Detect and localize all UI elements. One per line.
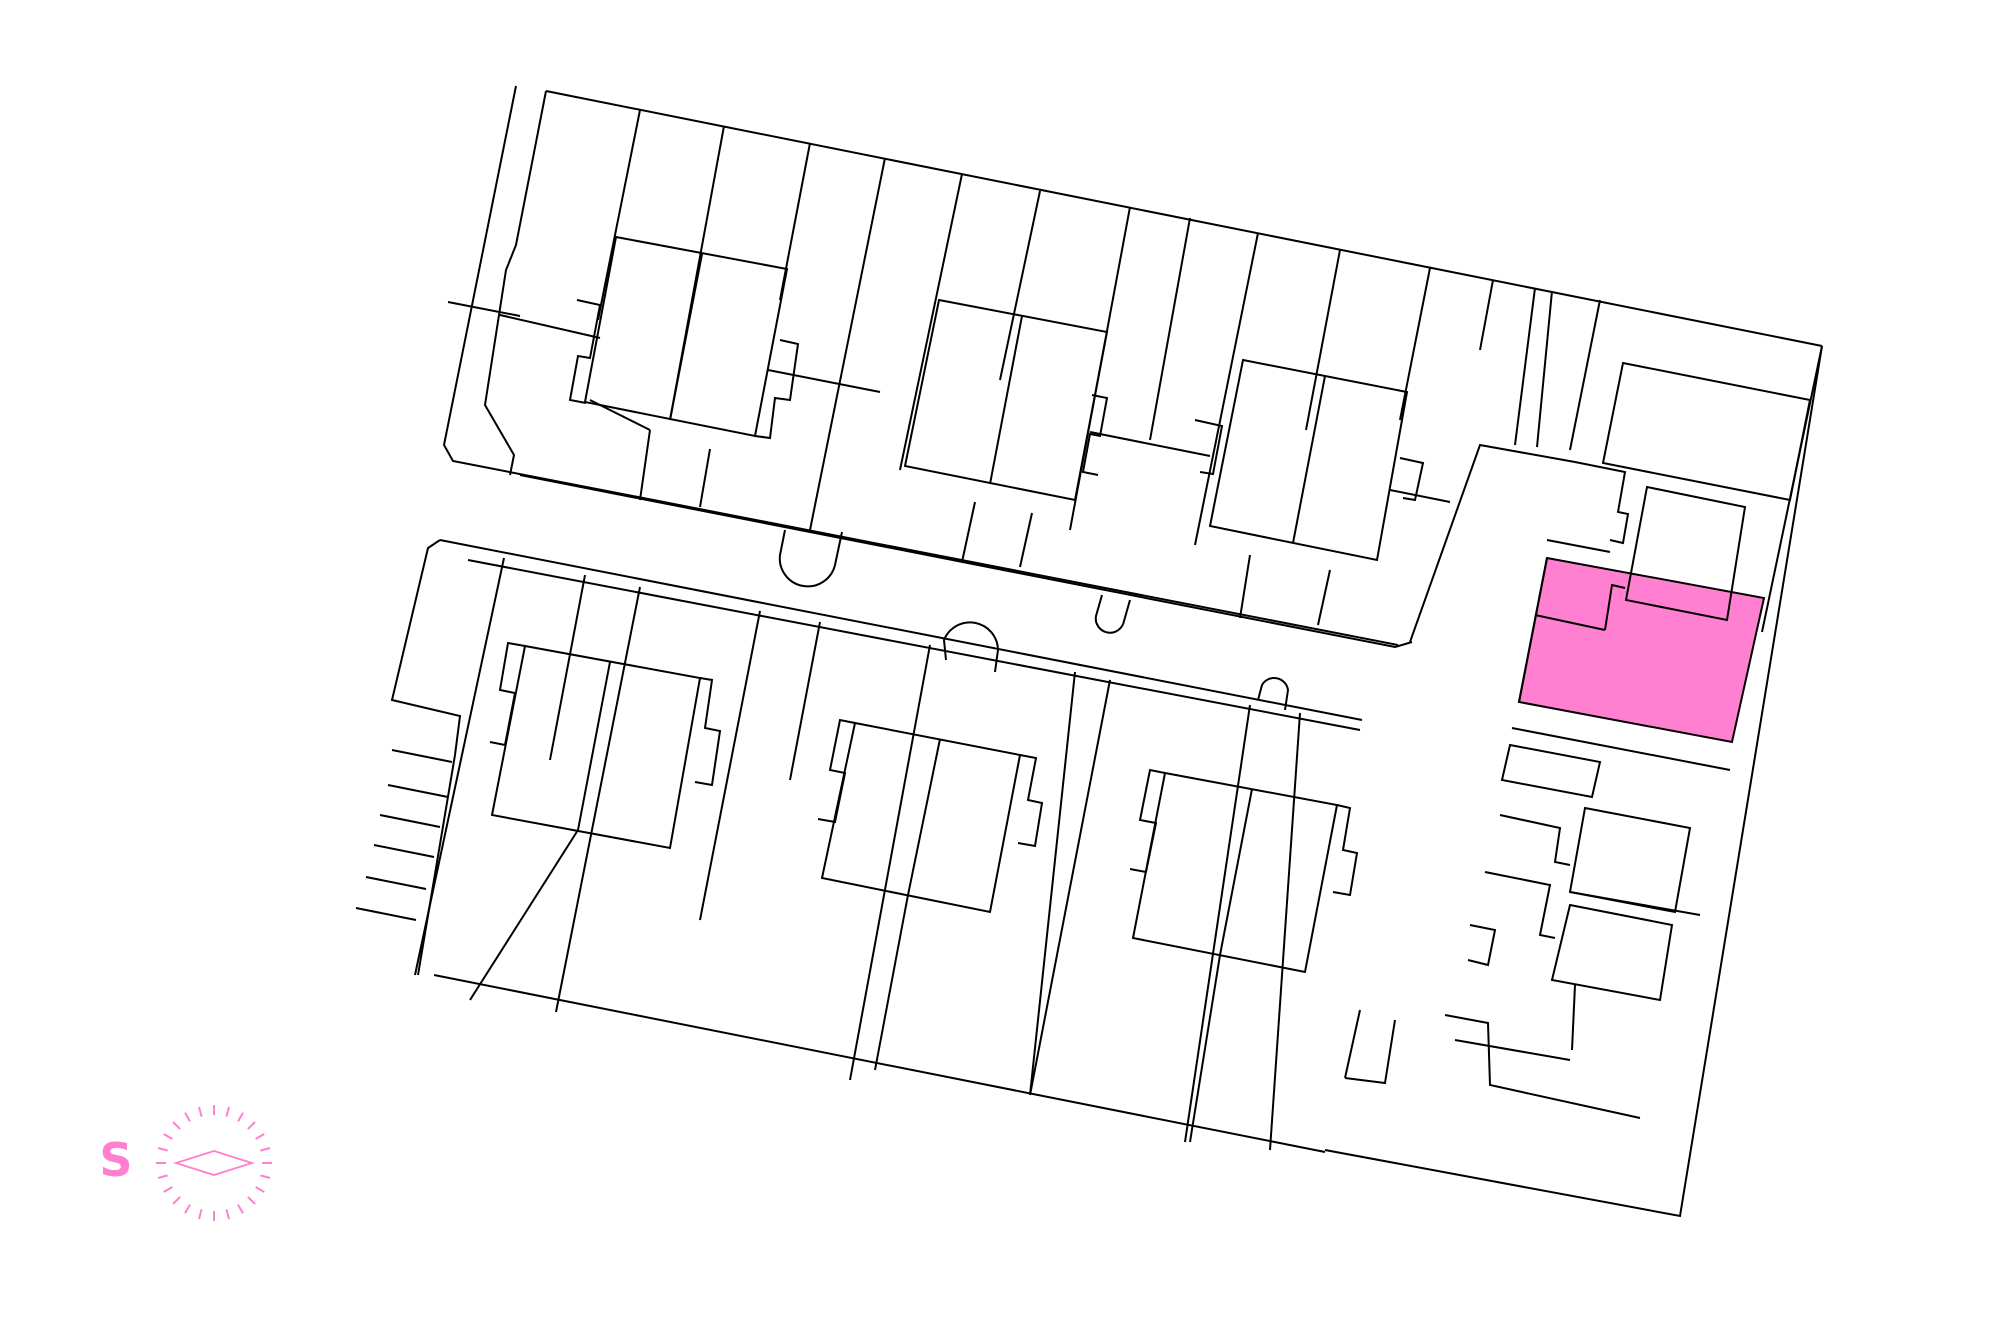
compass-tick <box>163 1133 173 1140</box>
highlighted-unit[interactable] <box>1517 556 1766 744</box>
compass-tick <box>255 1133 265 1140</box>
compass-tick <box>255 1186 265 1193</box>
compass-tick <box>172 1196 181 1205</box>
compass-tick <box>225 1209 230 1220</box>
compass-tick <box>184 1204 191 1214</box>
compass-tick <box>247 1196 256 1205</box>
compass-tick <box>237 1112 244 1122</box>
compass-tick <box>260 1174 271 1179</box>
compass-tick <box>225 1106 230 1117</box>
compass-tick <box>163 1186 173 1193</box>
east-block <box>1324 345 1823 1218</box>
compass-tick <box>184 1112 191 1122</box>
compass-tick <box>260 1147 271 1152</box>
compass-rose-icon <box>156 1105 272 1221</box>
compass-tick <box>157 1174 168 1179</box>
compass-label: S <box>99 1133 133 1187</box>
south-block <box>355 539 1363 1153</box>
compass-tick <box>247 1121 256 1130</box>
compass-tick <box>198 1106 203 1117</box>
compass-tick <box>237 1204 244 1214</box>
compass-tick <box>157 1147 168 1152</box>
compass-tick <box>172 1121 181 1130</box>
north-block <box>442 85 1823 649</box>
compass-tick <box>198 1209 203 1220</box>
